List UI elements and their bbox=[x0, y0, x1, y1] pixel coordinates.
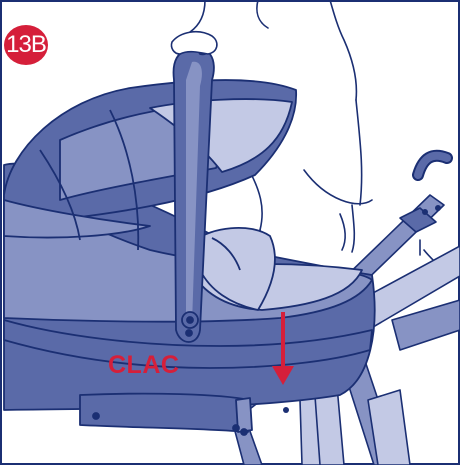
step-number-badge: 13B bbox=[4, 25, 48, 65]
parent-hand bbox=[170, 30, 218, 55]
click-sound-label: CLAC bbox=[108, 351, 180, 379]
canopy bbox=[3, 79, 297, 251]
down-arrow-icon bbox=[272, 312, 294, 385]
